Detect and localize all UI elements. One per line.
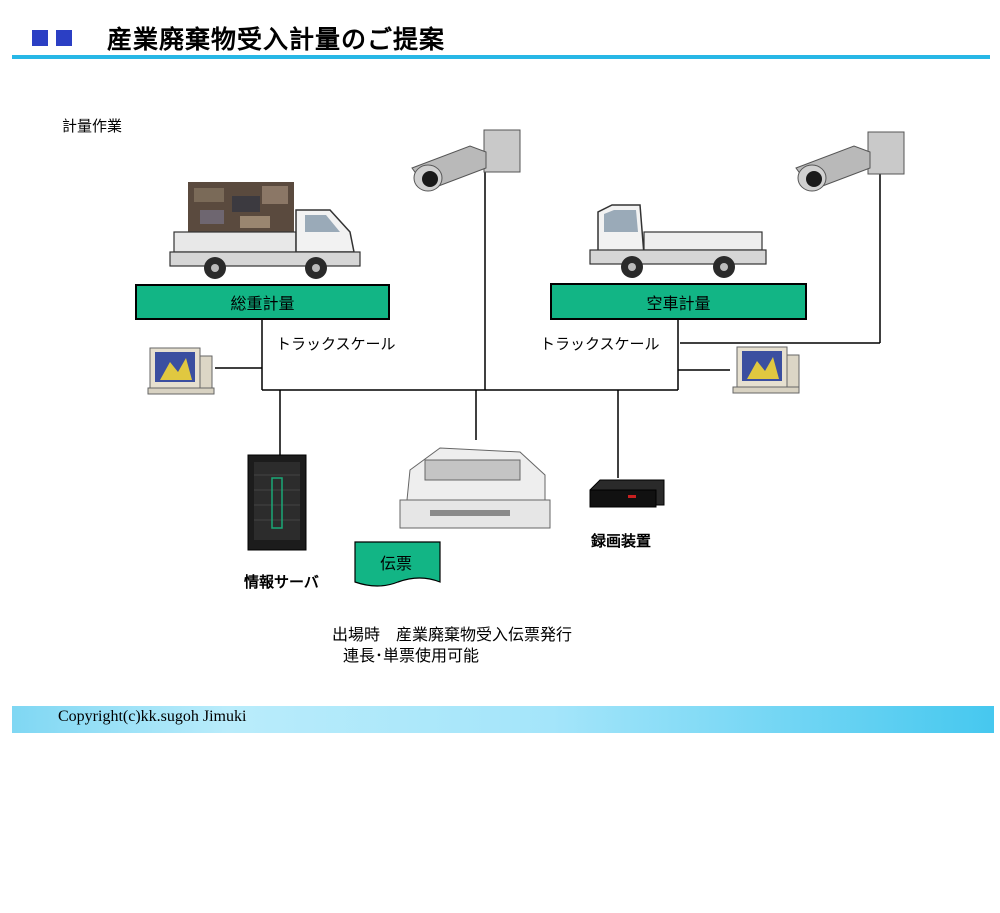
- title-bullet-2: [56, 30, 72, 46]
- computer-icon-left: [147, 347, 215, 395]
- server-label: 情報サーバ: [244, 573, 319, 591]
- security-camera-icon-right: [795, 131, 905, 192]
- loaded-truck-icon: [169, 182, 361, 279]
- track-scale-label-left: トラックスケール: [276, 335, 396, 353]
- empty-truck-icon: [589, 204, 767, 278]
- empty-weight-label: 空車計量: [646, 293, 711, 313]
- connection-lines: [215, 165, 881, 478]
- page-title: 産業廃棄物受入計量のご提案: [107, 25, 446, 54]
- title-divider: [12, 55, 990, 59]
- slip-label: 伝票: [380, 554, 413, 573]
- note-line-1: 出場時 産業廃棄物受入伝票発行: [332, 625, 573, 644]
- security-camera-icon-left: [411, 129, 521, 192]
- recorder-icon: [589, 479, 665, 508]
- track-scale-label-right: トラックスケール: [540, 335, 660, 353]
- printer-icon: [399, 447, 551, 529]
- gross-weight-scale: 総重計量: [135, 284, 390, 320]
- computer-icon-right: [732, 346, 800, 394]
- recorder-label: 録画装置: [591, 532, 652, 550]
- copyright-text: Copyright(c)kk.sugoh Jimuki: [58, 708, 247, 725]
- slip-document-icon: [354, 541, 441, 587]
- footer-band: [12, 706, 994, 733]
- title-bullet-1: [32, 30, 48, 46]
- section-label: 計量作業: [62, 117, 123, 135]
- empty-weight-scale: 空車計量: [550, 283, 807, 320]
- gross-weight-label: 総重計量: [230, 294, 295, 313]
- note-line-2: 連長･単票使用可能: [343, 646, 480, 665]
- server-icon: [247, 454, 307, 551]
